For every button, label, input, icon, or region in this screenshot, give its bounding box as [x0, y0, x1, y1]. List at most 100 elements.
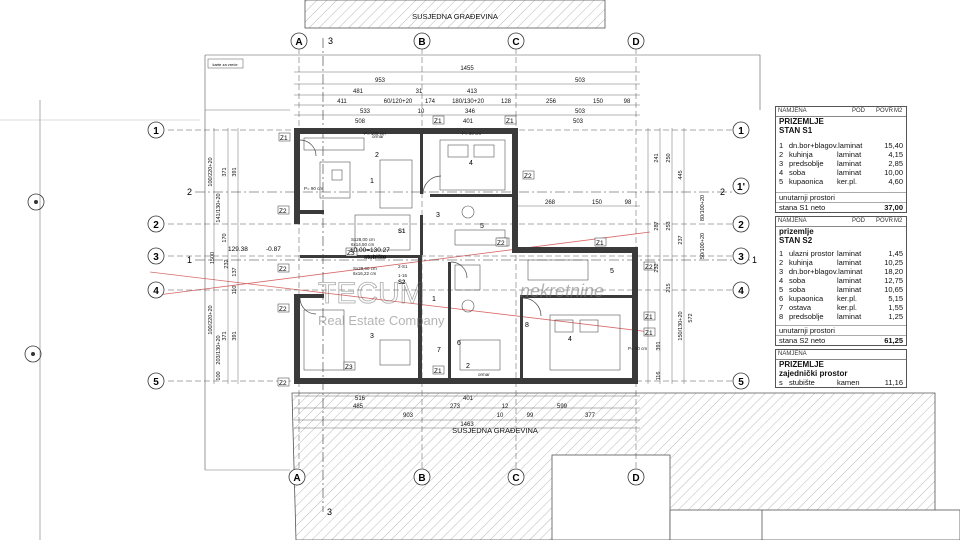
room-number: 4 — [469, 160, 473, 167]
dim-right: 80/100+20 — [700, 195, 706, 221]
svg-text:1: 1 — [153, 126, 159, 137]
walls — [294, 128, 638, 384]
table-subtitle: STAN S1 — [779, 126, 813, 135]
table-header: NAMJENA — [776, 350, 906, 360]
opening-label: P= 90 cm — [304, 186, 323, 191]
axis-number-2-left: 2 — [147, 215, 165, 233]
dim-left: 371 — [222, 331, 228, 340]
axis-letter-c-bottom: C — [507, 468, 525, 486]
window-tag: Z2 — [279, 306, 287, 313]
section-mark-2-right: 2 — [720, 187, 725, 197]
dim-left: 391 — [232, 167, 238, 176]
opening-label: P= 90 cm — [462, 131, 481, 136]
terrain-marker-1 — [27, 193, 45, 211]
dim-right: 116 — [656, 372, 662, 381]
neighbor-label-bottom: SUSJEDNA GRAĐEVINA — [452, 426, 538, 435]
svg-text:D: D — [632, 37, 639, 48]
watermark-tagline: nekretnine — [520, 281, 604, 301]
unit-label-s1: S1 — [398, 229, 406, 235]
dim-top: 1455 — [460, 66, 474, 72]
table-col: POD — [852, 108, 866, 114]
table-title: PRIZEMLJE — [779, 117, 824, 126]
room-number: 2 — [375, 152, 379, 159]
window-tag: Z2 — [279, 266, 287, 273]
window-tag: Z2 — [524, 173, 532, 180]
dim-right: 215 — [666, 283, 672, 292]
table-title: prizemlje — [779, 227, 814, 236]
site-boundary — [205, 54, 761, 110]
neighbor-label-top: SUSJEDNA GRAĐEVINA — [412, 12, 498, 21]
room-number: 4 — [568, 336, 572, 343]
room-number: 5 — [480, 223, 484, 230]
axis-number-1-left: 1 — [147, 121, 165, 139]
dim-right: 287 — [654, 221, 660, 230]
dim-top: 503 — [575, 78, 586, 84]
dim-right: 572 — [688, 313, 694, 322]
svg-text:1': 1' — [737, 182, 745, 193]
window-tag: Z2 — [497, 240, 505, 247]
section-mark-1-right: 1 — [752, 255, 757, 265]
window-tag: Z1 — [280, 135, 288, 142]
dim-horizontal-mid: 150 — [592, 200, 603, 206]
table-col: NAMJENA — [778, 218, 807, 224]
dim-top: 346 — [465, 109, 476, 115]
axis-letter-d-bottom: D — [627, 468, 645, 486]
dimension-text-right: 241 250 445 80/100+20 287 253 237 50/100… — [654, 153, 706, 380]
stair-label: Sx28,00 cm — [353, 266, 377, 271]
dim-left: 391 — [232, 331, 238, 340]
svg-text:4: 4 — [738, 286, 744, 297]
closet-label: ormar — [478, 372, 490, 377]
room-number: 7 — [437, 347, 441, 354]
stair-label: 1-16 — [398, 273, 408, 278]
dim-right: 391 — [656, 341, 662, 350]
dim-bottom: 401 — [463, 396, 474, 402]
table-title: PRIZEMLJE — [779, 360, 824, 369]
watermark-brand: TECUM — [318, 277, 425, 310]
dim-bottom: 377 — [585, 413, 596, 419]
window-tag: Z2 — [645, 264, 653, 271]
table-col: POVR — [876, 218, 894, 224]
dim-top: 180/130+20 — [452, 99, 485, 105]
svg-text:2: 2 — [153, 220, 159, 231]
axis-number-3-left: 3 — [147, 247, 165, 265]
svg-text:2: 2 — [738, 220, 744, 231]
axis-number-4-left: 4 — [147, 281, 165, 299]
axis-letter-b-top: B — [413, 32, 431, 50]
section-mark-3-bottom: 3 — [327, 507, 332, 517]
svg-text:3: 3 — [738, 252, 744, 263]
axis-number-1-right: 1 — [732, 121, 750, 139]
stair-label: 6x16,22 cm — [353, 271, 377, 276]
dim-right: 237 — [678, 235, 684, 244]
dim-top: 533 — [360, 109, 371, 115]
window-tags: Z1 Z1 Z1 Z2 Z2 Z2 Z3 Z4 Z1 Z2 Z1 Z1 Z2 Z… — [277, 115, 656, 387]
axis-number-3-right: 3 — [732, 247, 750, 265]
dim-top: 503 — [573, 119, 584, 125]
dim-top: 128 — [501, 99, 512, 105]
table-col: NAMJENA — [778, 351, 807, 357]
svg-text:4: 4 — [153, 286, 159, 297]
dim-bottom: 516 — [355, 396, 366, 402]
watermark: TECUM nekretnine Real Estate Company — [318, 277, 604, 328]
dimension-text: 1455 953 503 481 31 413 411 60/120+20 17… — [337, 66, 632, 428]
dim-top: 150 — [593, 99, 604, 105]
svg-text:5: 5 — [738, 377, 744, 388]
table-col: POD — [852, 218, 866, 224]
dim-top: 31 — [416, 89, 423, 95]
dim-bottom: 273 — [450, 404, 461, 410]
dim-top: 508 — [355, 119, 366, 125]
dim-top: 413 — [467, 89, 478, 95]
dim-left: 141/130+20 — [216, 193, 222, 222]
svg-text:A: A — [295, 37, 302, 48]
